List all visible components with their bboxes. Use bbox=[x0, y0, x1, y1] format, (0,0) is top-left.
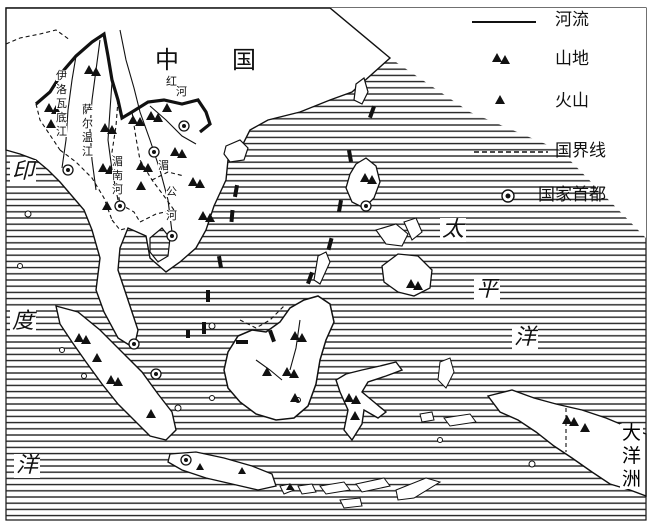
ocean-label-indian-1: 印 bbox=[10, 159, 37, 184]
islet bbox=[59, 347, 65, 353]
legend-label-river: 河流 bbox=[555, 10, 589, 30]
river-label-mekong-2: 公 bbox=[166, 185, 177, 198]
maritime-boundaries bbox=[186, 105, 376, 344]
legend-area bbox=[330, 8, 646, 238]
river-label-chaophraya-1: 湄 bbox=[112, 155, 123, 168]
country-label-guo: 国 bbox=[232, 46, 256, 74]
river-label-irrawaddy-4: 底 bbox=[56, 111, 67, 124]
ocean-label-pacific-1: 太 bbox=[440, 217, 467, 242]
continent-label-oceania-1: 大 bbox=[620, 422, 644, 444]
island-sumba bbox=[339, 497, 363, 509]
island-hainan bbox=[223, 139, 249, 163]
island-flores bbox=[355, 477, 391, 493]
river-label-irrawaddy-5: 江 bbox=[56, 125, 67, 138]
island-sulawesi bbox=[335, 361, 404, 442]
islet bbox=[208, 322, 216, 330]
gulf-thailand bbox=[149, 227, 171, 263]
capital-symbols bbox=[62, 120, 372, 466]
islet bbox=[174, 404, 182, 412]
ocean-label-pacific-2: 平 bbox=[474, 277, 501, 302]
river-label-chaophraya-2: 南 bbox=[112, 169, 123, 182]
river-label-irrawaddy-2: 洛 bbox=[56, 83, 67, 96]
islet bbox=[81, 373, 87, 379]
legend-label-border: 国界线 bbox=[555, 141, 606, 161]
volcano-symbols bbox=[196, 463, 294, 490]
legend-label-capital: 国家首都 bbox=[538, 185, 606, 205]
island-java bbox=[167, 451, 277, 491]
island-new-guinea bbox=[486, 389, 647, 498]
islet bbox=[209, 395, 215, 401]
river-label-salween-2: 尔 bbox=[82, 117, 93, 130]
legend-symbols bbox=[472, 21, 548, 203]
river-label-red-2: 河 bbox=[176, 85, 187, 98]
ocean-label-indian-3: 洋 bbox=[14, 453, 41, 478]
island-timor bbox=[395, 477, 442, 501]
islet bbox=[24, 210, 32, 218]
island-borneo bbox=[223, 295, 335, 421]
island-sumbawa bbox=[319, 481, 351, 495]
river-label-red-1: 红 bbox=[166, 75, 177, 88]
island-palawan bbox=[313, 251, 331, 285]
islet bbox=[17, 263, 23, 269]
river-label-salween-1: 萨 bbox=[82, 103, 93, 116]
island-buru bbox=[419, 411, 435, 423]
legend-mountain-symbol bbox=[492, 53, 510, 64]
island-lombok bbox=[297, 483, 317, 495]
mainland-land bbox=[5, 7, 392, 350]
river-label-salween-4: 江 bbox=[82, 145, 93, 158]
island-visayas bbox=[375, 223, 409, 247]
china-border bbox=[34, 31, 212, 134]
country-label-zhong: 中 bbox=[155, 46, 179, 74]
islet bbox=[528, 460, 536, 468]
river-label-mekong-1: 湄 bbox=[158, 159, 169, 172]
river-label-salween-3: 温 bbox=[82, 131, 93, 144]
legend-volcano-symbol bbox=[495, 95, 505, 104]
continent-label-oceania-3: 洲 bbox=[620, 468, 644, 490]
river-label-chaophraya-3: 河 bbox=[112, 183, 123, 196]
legend-label-volcano: 火山 bbox=[555, 91, 589, 111]
legend-label-mountain: 山地 bbox=[555, 49, 589, 69]
island-halmahera bbox=[437, 357, 455, 389]
island-seram bbox=[443, 413, 477, 427]
river-label-mekong-3: 河 bbox=[166, 209, 177, 222]
river-label-irrawaddy-1: 伊 bbox=[56, 69, 67, 82]
river-label-irrawaddy-3: 瓦 bbox=[56, 97, 67, 110]
ocean-label-indian-2: 度 bbox=[10, 309, 37, 334]
continent-label-oceania-2: 洋 bbox=[620, 445, 644, 467]
legend-capital-symbol bbox=[501, 189, 515, 203]
island-samar bbox=[403, 217, 423, 241]
islet bbox=[437, 437, 443, 443]
island-taiwan bbox=[353, 76, 369, 105]
ocean-label-pacific-3: 洋 bbox=[512, 325, 539, 350]
mountain-symbols bbox=[44, 65, 590, 432]
